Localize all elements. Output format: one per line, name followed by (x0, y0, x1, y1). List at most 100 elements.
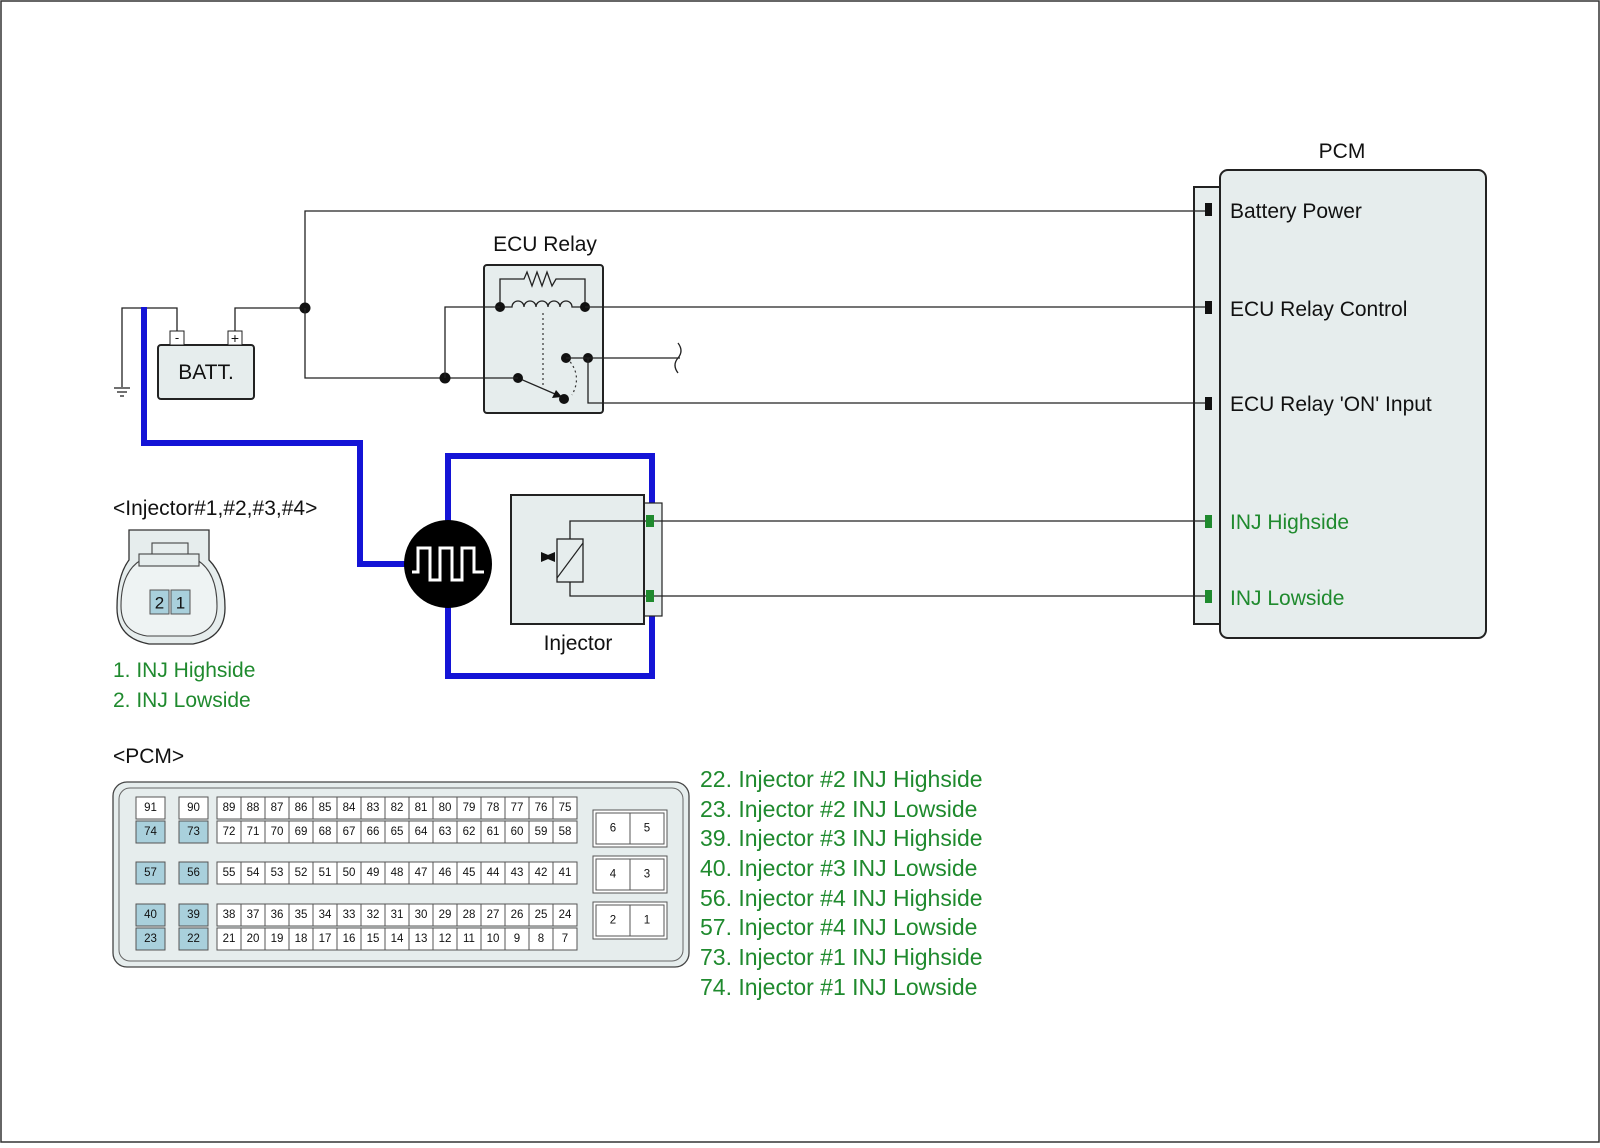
pin-legend-item: 23. Injector #2 INJ Lowside (700, 796, 977, 822)
pin-terminal-inj-high (1205, 515, 1212, 528)
pcm-pin-number: 15 (367, 933, 380, 945)
pcm-pin-number: 4 (610, 869, 617, 881)
pcm-pin-number: 65 (391, 826, 404, 838)
pcm-pin-number: 43 (511, 867, 524, 879)
pcm-pin-cell (178, 820, 209, 844)
pcm-pin-cell (135, 903, 166, 927)
pcm-pin-cell (552, 861, 578, 885)
pcm-pin-cell (135, 927, 166, 951)
pcm-pin-number: 53 (271, 867, 284, 879)
pcm-pin-number: 35 (295, 909, 308, 921)
pcm-pin-number: 46 (439, 867, 452, 879)
pcm-pin-number: 68 (319, 826, 332, 838)
pin-terminal-relay-control (1205, 301, 1212, 314)
pcm-pin-number: 59 (535, 826, 548, 838)
pcm-pin-number: 84 (343, 802, 356, 814)
pcm-pin-number: 20 (247, 933, 260, 945)
battery-body (157, 344, 255, 400)
injector-legend-1: 1. INJ Highside (113, 659, 255, 682)
injector-pin-1 (170, 589, 191, 615)
pin-terminal-relay-on (1205, 397, 1212, 410)
pcm-pin-number: 13 (415, 933, 428, 945)
pcm-pin-cell (595, 904, 631, 937)
pcm-pin-cell (135, 820, 166, 844)
pcm-pin-number: 80 (439, 802, 452, 814)
pcm-pin-number: 64 (415, 826, 428, 838)
pcm-pin-cell (595, 812, 631, 845)
pcm-module: PCM Battery Power ECU Relay Control ECU … (1193, 140, 1487, 639)
injector-pin-2 (149, 589, 170, 615)
pcm-pin-number: 2 (610, 915, 616, 927)
pcm-pin-cell (595, 858, 631, 891)
pcm-pin-number: 9 (514, 933, 520, 945)
pcm-pin-cell (552, 796, 578, 820)
pcm-pin-number: 48 (391, 867, 404, 879)
pcm-pin-number: 72 (223, 826, 236, 838)
pcm-pin-number: 49 (367, 867, 380, 879)
pcm-pin-number: 90 (187, 802, 200, 814)
pcm-pin-number: 78 (487, 802, 500, 814)
pcm-pin-number: 67 (343, 826, 356, 838)
pcm-pin-number: 61 (487, 826, 500, 838)
pcm-pin-number: 52 (295, 867, 308, 879)
pcm-pin-number: 66 (367, 826, 380, 838)
pcm-pin-number: 63 (439, 826, 452, 838)
pcm-pin-number: 11 (463, 933, 475, 945)
pcm-pin-number: 42 (535, 867, 548, 879)
pcm-pin-number: 83 (367, 802, 380, 814)
pcm-pin-number: 82 (391, 802, 404, 814)
pcm-pin-number: 6 (610, 823, 616, 835)
pulse-signal-icon (404, 520, 492, 608)
pcm-pin-cell (552, 820, 578, 844)
pcm-pin-cell (178, 903, 209, 927)
pcm-pin-number: 74 (144, 826, 157, 838)
pin-legend-item: 39. Injector #3 INJ Highside (700, 825, 983, 851)
injector-connector: <Injector#1,#2,#3,#4> 2 1 1. INJ Highsid… (113, 497, 317, 712)
pin-terminal-battery (1205, 203, 1212, 216)
pcm-pin-number: 37 (247, 909, 260, 921)
battery-label: BATT. (178, 361, 234, 384)
pin-legend-item: 22. Injector #2 INJ Highside (700, 766, 983, 792)
pcm-pin-number: 8 (538, 933, 544, 945)
pcm-pin-number: 16 (343, 933, 356, 945)
pcm-pin-number: 10 (487, 933, 500, 945)
pcm-pin-number: 81 (415, 802, 428, 814)
power-wiring (299, 210, 1205, 404)
pcm-pin-number: 44 (487, 867, 500, 879)
pcm-pin-number: 50 (343, 867, 356, 879)
pin-legend-item: 40. Injector #3 INJ Lowside (700, 855, 977, 881)
injector-label: Injector (544, 632, 613, 655)
pcm-pin-number: 75 (559, 802, 572, 814)
pcm-pin-number: 22 (187, 933, 200, 945)
pin-legend-item: 57. Injector #4 INJ Lowside (700, 914, 977, 940)
pcm-pin-relay-on: ECU Relay 'ON' Input (1230, 393, 1432, 416)
pcm-pin-number: 69 (295, 826, 308, 838)
pin-legend-item: 56. Injector #4 INJ Highside (700, 885, 983, 911)
pcm-pin-number: 85 (319, 802, 332, 814)
pcm-pin-cell (178, 796, 209, 820)
signal-wiring (141, 307, 655, 679)
pin-legend-item: 74. Injector #1 INJ Lowside (700, 974, 977, 1000)
ecu-relay-title: ECU Relay (493, 233, 597, 256)
pcm-pin-number: 54 (247, 867, 260, 879)
pcm-pin-number: 12 (439, 933, 452, 945)
pcm-pin-cell (178, 927, 209, 951)
pcm-pin-number: 86 (295, 802, 308, 814)
pin-terminal-inj-low (1205, 590, 1212, 603)
pcm-pin-number: 31 (391, 909, 404, 921)
pcm-pin-number: 55 (223, 867, 236, 879)
pcm-pin-number: 23 (144, 933, 157, 945)
injector-connector-title: <Injector#1,#2,#3,#4> (113, 497, 317, 520)
pcm-pin-number: 57 (144, 867, 157, 879)
pcm-pin-number: 39 (187, 909, 200, 921)
pcm-pin-number: 7 (562, 933, 568, 945)
pcm-pin-number: 3 (644, 869, 650, 881)
pcm-pin-number: 71 (247, 826, 260, 838)
pcm-pin-number: 77 (511, 802, 524, 814)
pcm-pin-number: 18 (295, 933, 308, 945)
pcm-pin-number: 29 (439, 909, 452, 921)
pcm-pin-number: 73 (187, 826, 200, 838)
